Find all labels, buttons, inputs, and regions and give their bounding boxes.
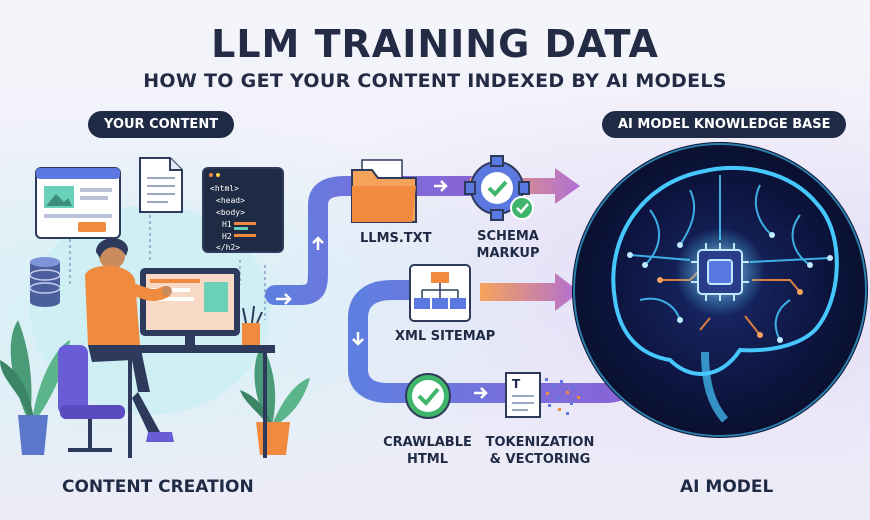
code-line-head: <head> bbox=[216, 196, 245, 205]
page-title: LLM TRAINING DATA bbox=[211, 22, 659, 66]
page-subtitle: HOW TO GET YOUR CONTENT INDEXED BY AI MO… bbox=[143, 70, 727, 92]
crawlable-label-line1: CRAWLABLE bbox=[383, 435, 472, 450]
content-creator-illustration bbox=[58, 238, 275, 458]
document-icon bbox=[139, 157, 183, 213]
xml-sitemap-label: XML SITEMAP bbox=[395, 329, 496, 344]
folder-icon bbox=[351, 159, 417, 223]
webpage-window-icon bbox=[35, 167, 121, 239]
tokenization-label-line1: TOKENIZATION bbox=[485, 435, 595, 450]
schema-label-line1: SCHEMA bbox=[477, 229, 539, 244]
code-line-h1: H1 bbox=[222, 220, 232, 229]
code-line-html: <html> bbox=[210, 184, 239, 193]
tokenization-icon: T bbox=[505, 372, 580, 418]
llms-txt-label: LLMS.TXT bbox=[360, 231, 432, 246]
ai-brain-illustration bbox=[572, 142, 868, 438]
content-creation-label: CONTENT CREATION bbox=[62, 477, 254, 497]
ai-model-label: AI MODEL bbox=[680, 477, 774, 497]
code-editor-icon: <html> <head> <body> H1 H2 </h2> bbox=[202, 167, 284, 253]
sitemap-icon bbox=[409, 264, 471, 322]
code-line-body: <body> bbox=[216, 208, 245, 217]
schema-gear-icon bbox=[464, 155, 534, 221]
sitemap-arrow bbox=[480, 273, 580, 311]
crawlable-check-icon bbox=[405, 373, 451, 419]
tokenization-label-line2: & VECTORING bbox=[489, 452, 591, 467]
knowledge-base-pill: AI MODEL KNOWLEDGE BASE bbox=[602, 111, 847, 138]
schema-label-line2: MARKUP bbox=[476, 246, 540, 261]
your-content-pill: YOUR CONTENT bbox=[88, 111, 235, 138]
code-line-close: </h2> bbox=[216, 243, 240, 252]
code-line-h2: H2 bbox=[222, 232, 232, 241]
crawlable-label-line2: HTML bbox=[407, 452, 448, 467]
svg-text:T: T bbox=[512, 377, 521, 391]
database-icon bbox=[29, 257, 61, 307]
